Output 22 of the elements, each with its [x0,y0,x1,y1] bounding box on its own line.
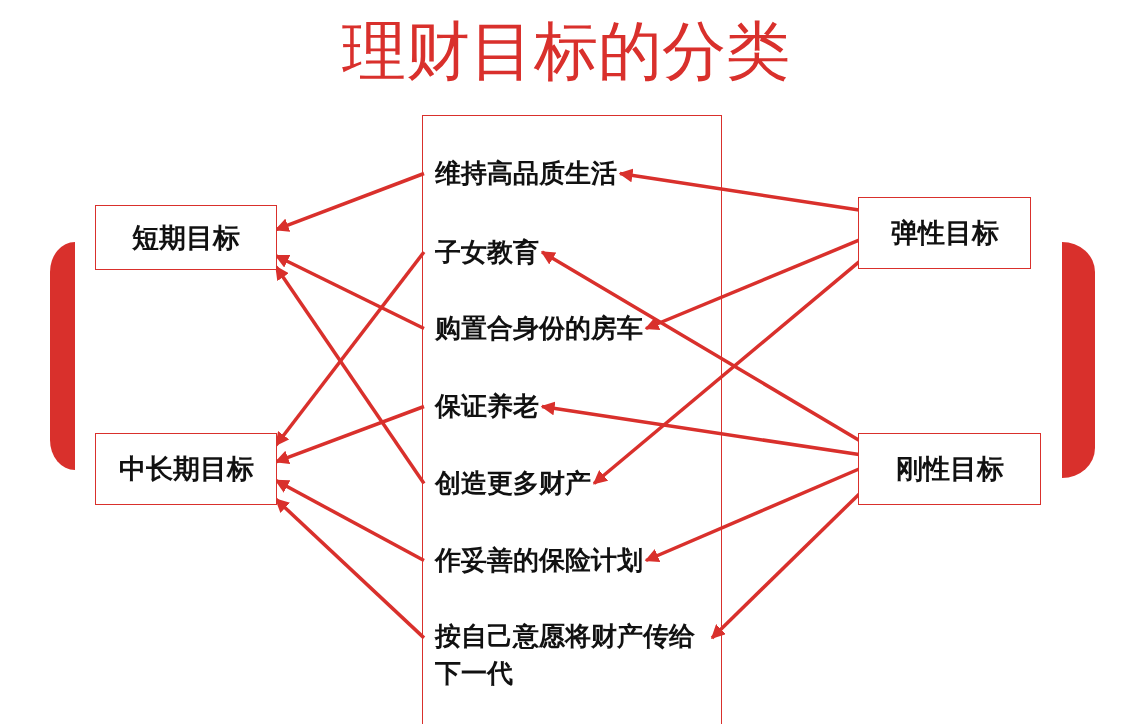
title: 理财目标的分类 [340,13,791,90]
goal-item: 作妥善的保险计划 [423,538,647,583]
arrow [644,238,860,331]
arrow [274,265,426,485]
arrow [618,168,860,212]
category-box: 短期目标 [95,205,277,270]
bracket [50,242,75,470]
category-box: 刚性目标 [858,433,1041,505]
list-panel [422,115,722,724]
goal-item: 维持高品质生活 [423,151,621,196]
goal-item: 购置合身份的房车 [423,306,647,351]
arrow [540,401,860,457]
goal-item: 子女教育 [423,231,543,273]
arrow [540,250,860,442]
arrow [274,497,426,640]
category-box: 弹性目标 [858,197,1031,269]
arrow [644,467,860,563]
category-box: 中长期目标 [95,433,277,505]
arrow [274,250,426,447]
goal-item: 保证养老 [423,384,543,429]
goal-item: 创造更多财产 [423,461,595,506]
goal-item: 按自己意愿将财产传给下一代 [423,613,713,696]
